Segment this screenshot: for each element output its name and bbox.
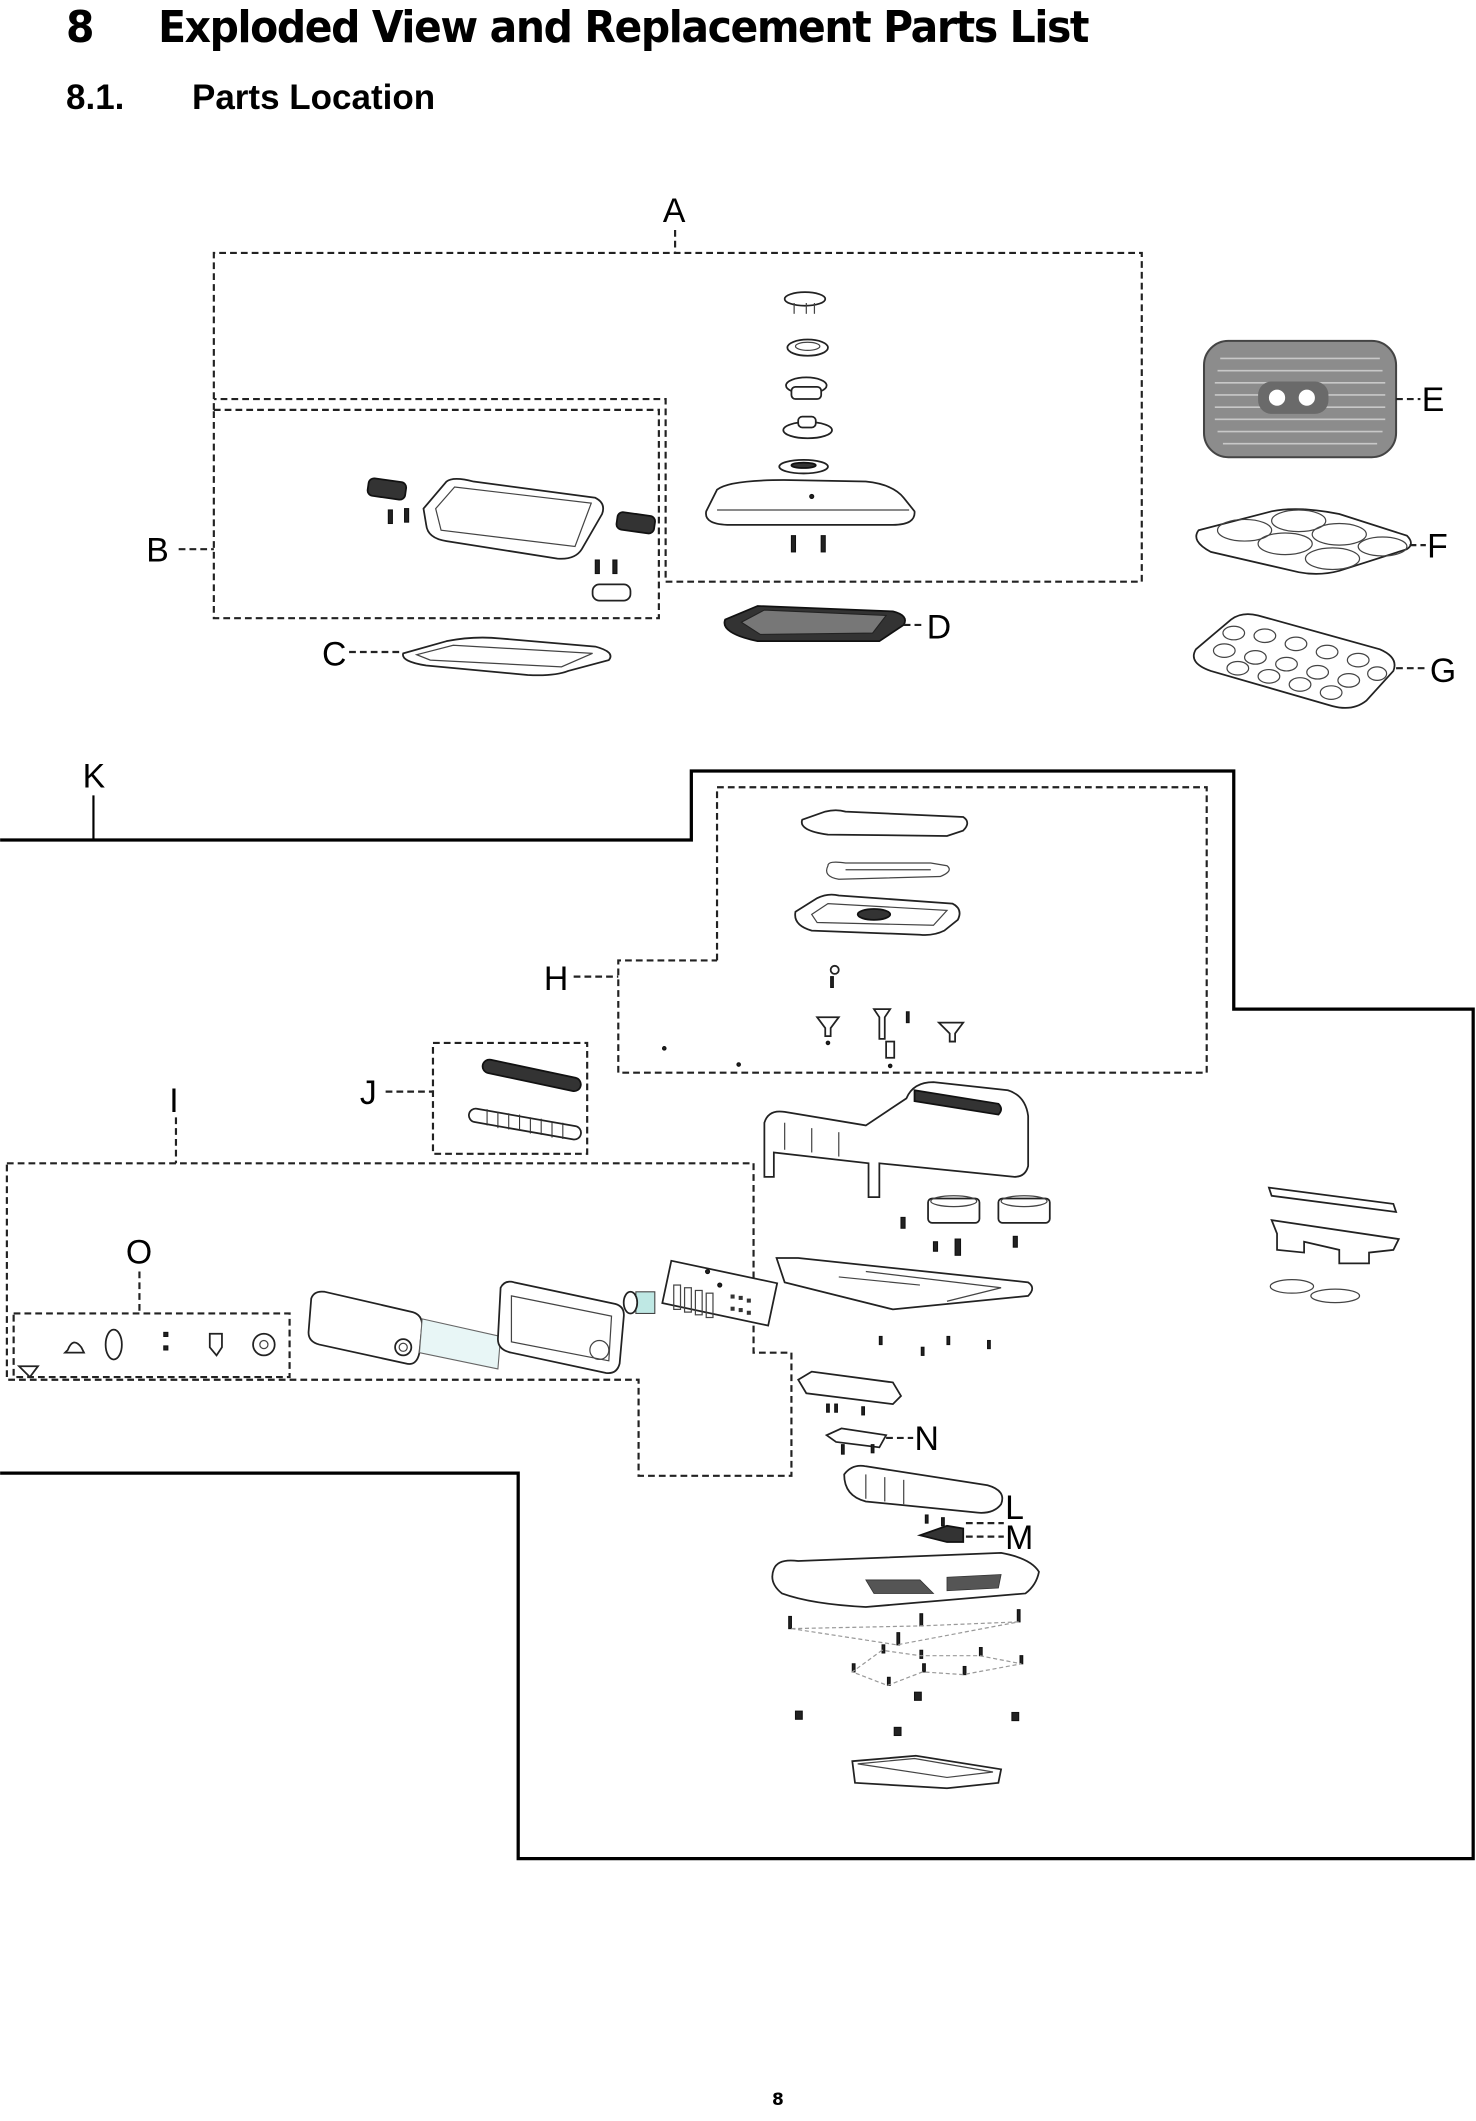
group-i: I xyxy=(5,1082,793,1477)
group-h: H xyxy=(544,786,1208,1074)
callout-f: F xyxy=(1427,527,1448,565)
chassis-frame xyxy=(775,1257,1034,1356)
callout-a: A xyxy=(663,192,686,230)
group-h-boundary xyxy=(617,786,1208,1074)
group-j: J xyxy=(360,1041,589,1155)
lower-cover xyxy=(843,1464,1004,1514)
side-accessories xyxy=(1267,1186,1401,1304)
callout-n: N xyxy=(915,1420,939,1458)
section-title: Exploded View and Replacement Parts List xyxy=(158,2,1089,53)
callout-i: I xyxy=(169,1082,178,1120)
group-a-boundary xyxy=(212,251,1143,583)
callout-k: K xyxy=(83,757,106,795)
part-f-muffin-plate: F xyxy=(1195,508,1448,575)
group-o-boundary xyxy=(12,1312,291,1379)
lid-body xyxy=(705,479,916,553)
deep-pot xyxy=(366,477,656,602)
bracket-part xyxy=(796,1370,903,1416)
drip-tray xyxy=(851,1754,1003,1790)
base-housing xyxy=(771,1551,1040,1608)
group-i-boundary xyxy=(5,1162,793,1477)
part-d-grill-plate: D xyxy=(723,605,951,646)
pcb-assembly xyxy=(622,1259,779,1327)
callout-b: B xyxy=(146,531,169,569)
group-o: O xyxy=(12,1233,291,1379)
part-g-takoyaki-plate: G xyxy=(1192,613,1456,709)
control-panel-parts xyxy=(307,1259,779,1374)
group-a: A xyxy=(212,192,1143,583)
heating-element-parts xyxy=(661,809,969,1069)
callout-g: G xyxy=(1430,652,1456,690)
callout-l: L xyxy=(1005,1489,1024,1527)
callout-j: J xyxy=(360,1074,377,1112)
callout-c: C xyxy=(322,636,346,674)
part-c: C xyxy=(322,636,612,677)
subsection-heading: 8.1. Parts Location xyxy=(66,78,435,118)
fan-assembly xyxy=(900,1195,1051,1256)
group-b-boundary xyxy=(212,408,660,620)
callout-o: O xyxy=(126,1233,152,1271)
group-k-boundary xyxy=(0,769,1475,1861)
subsection-title: Parts Location xyxy=(192,78,436,117)
base-screws xyxy=(788,1609,1024,1737)
group-b: B xyxy=(146,408,660,620)
housing-top xyxy=(763,1081,1030,1198)
callout-e: E xyxy=(1422,381,1445,419)
section-number: 8 xyxy=(66,2,94,53)
group-j-boundary xyxy=(431,1041,589,1155)
part-e-flat-plate: E xyxy=(1202,339,1445,459)
callout-h: H xyxy=(544,960,568,998)
group-k: K xyxy=(0,757,1475,1861)
lid-knob-parts xyxy=(778,291,833,475)
subsection-number: 8.1. xyxy=(66,78,125,117)
callout-d: D xyxy=(927,608,951,646)
power-cord-parts: L M xyxy=(916,1489,1033,1557)
callout-m: M xyxy=(1005,1519,1033,1557)
section-heading: 8 Exploded View and Replacement Parts Lis… xyxy=(66,2,1089,53)
part-n: N xyxy=(824,1420,939,1458)
page-number: 8 xyxy=(772,2090,784,2110)
